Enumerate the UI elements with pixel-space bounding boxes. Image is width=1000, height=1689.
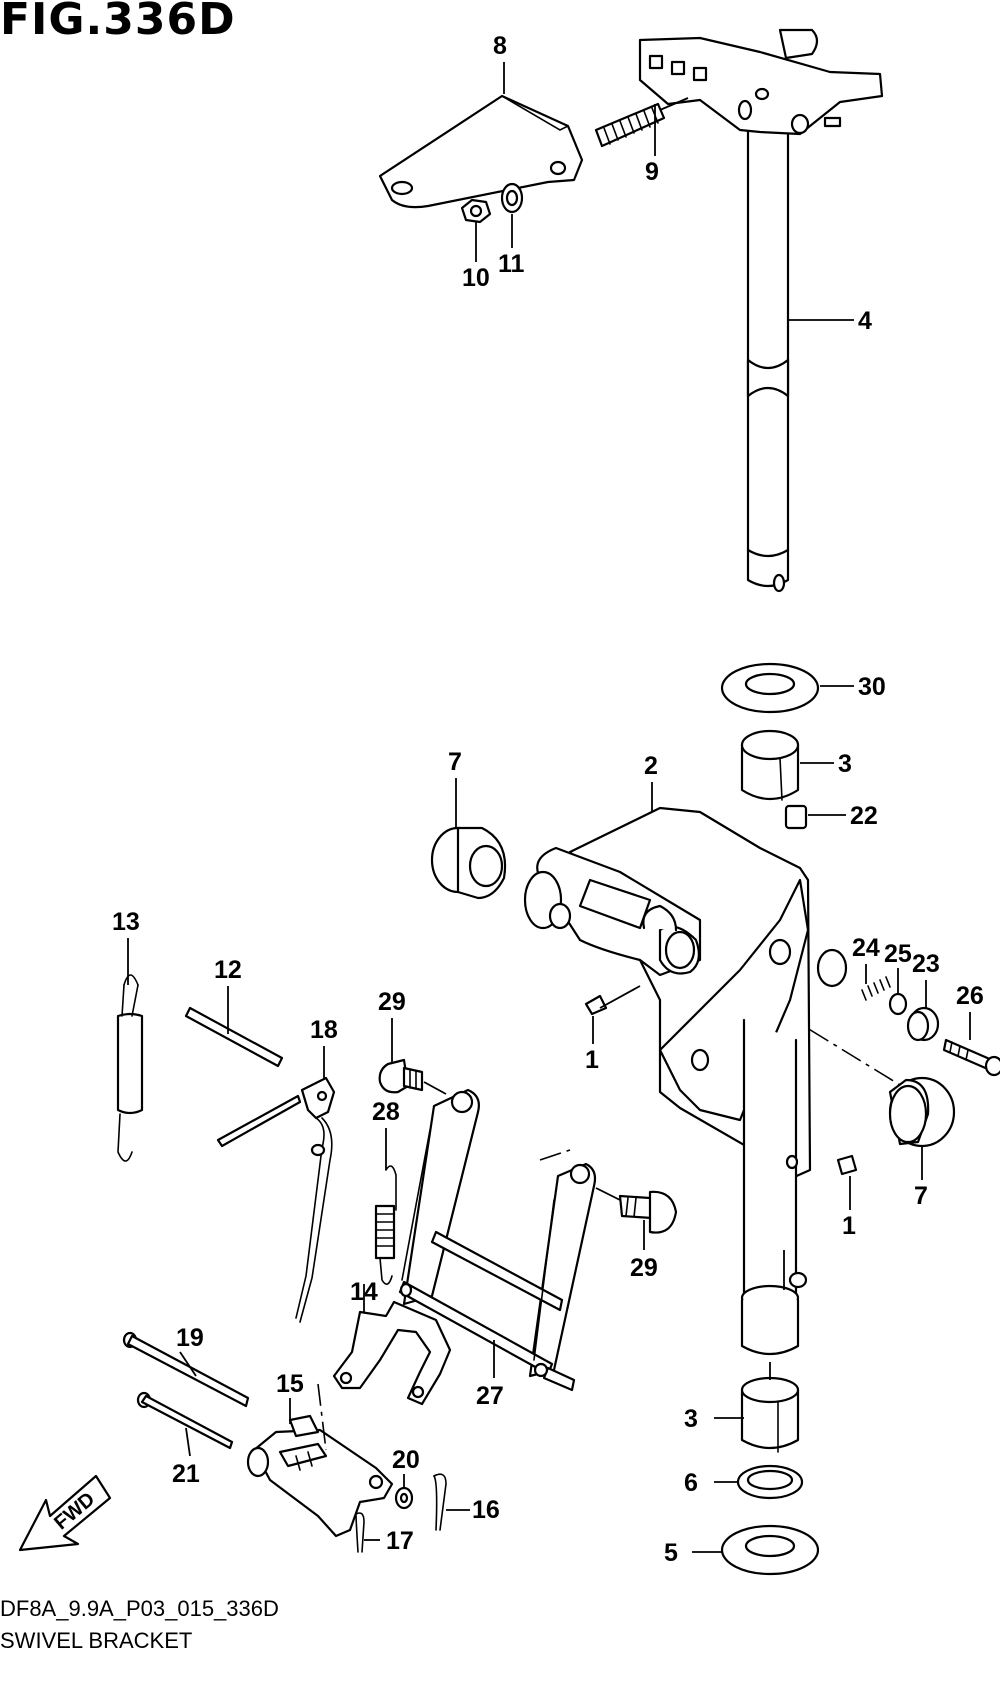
- part-11-washer: [500, 182, 524, 214]
- callout-17: 17: [386, 1527, 414, 1555]
- callout-12: 12: [214, 956, 242, 984]
- callout-3-lower: 3: [684, 1405, 698, 1433]
- callout-30: 30: [858, 673, 886, 701]
- part-17-cotter-pin: [355, 1512, 365, 1553]
- callout-22: 22: [850, 802, 878, 830]
- part-15-lever: [246, 1414, 394, 1538]
- part-1-grease-nipple-left: [584, 985, 641, 1016]
- part-9-spring: [594, 97, 689, 148]
- part-5-washer: [720, 1524, 820, 1576]
- part-14-clip: [332, 1300, 452, 1406]
- callout-29-upper: 29: [378, 988, 406, 1016]
- callout-9: 9: [645, 158, 659, 186]
- callout-2: 2: [644, 752, 658, 780]
- callout-27: 27: [476, 1382, 504, 1410]
- part-7-bushing-right: [888, 1076, 956, 1148]
- part-28-spring: [374, 1165, 397, 1285]
- part-12-rod: [184, 1006, 284, 1068]
- callout-20: 20: [392, 1446, 420, 1474]
- part-16-cotter-pin: [433, 1473, 447, 1531]
- callout-4: 4: [858, 307, 872, 335]
- part-25-washer: [888, 992, 908, 1016]
- footer-code: DF8A_9.9A_P03_015_336D: [0, 1596, 279, 1621]
- callout-numbers: 8 9 10 11 4 30 3 22 7 2 13 12 18 29 28 1…: [112, 32, 984, 1567]
- callout-16: 16: [472, 1496, 500, 1524]
- callout-1-right: 1: [842, 1212, 856, 1240]
- part-29-bolt-upper: [378, 1058, 447, 1095]
- part-7-bushing-left: [430, 826, 507, 900]
- callout-19: 19: [176, 1324, 204, 1352]
- assembly-line-1: [539, 1149, 571, 1161]
- assembly-line-2: [317, 1383, 327, 1451]
- callout-14: 14: [350, 1278, 378, 1306]
- pivot-boss: [816, 948, 848, 988]
- callout-24: 24: [852, 934, 880, 962]
- callout-28: 28: [372, 1098, 400, 1126]
- part-29-bolt-lower: [595, 1187, 678, 1234]
- part-27-tilt-lever: [398, 1088, 597, 1392]
- callout-26: 26: [956, 982, 984, 1010]
- part-4-steering-shaft: [638, 28, 884, 593]
- leader-lines: [127, 62, 971, 1553]
- part-24-spring: [861, 976, 891, 1001]
- part-23-knob: [906, 1006, 940, 1042]
- part-8-bracket: [378, 94, 584, 209]
- callout-29-lower: 29: [630, 1254, 658, 1282]
- part-6-washer: [736, 1464, 804, 1500]
- callout-7-left: 7: [448, 748, 462, 776]
- fwd-arrow-icon: FWD: [18, 1474, 112, 1552]
- part-1-grease-nipple-right: [836, 1154, 858, 1176]
- part-21-pin: [136, 1391, 234, 1450]
- callout-1-left: 1: [585, 1046, 599, 1074]
- part-10-nut: [460, 198, 492, 224]
- callout-21: 21: [172, 1460, 200, 1488]
- callout-25: 25: [884, 940, 912, 968]
- callout-3-upper: 3: [838, 750, 852, 778]
- part-13-spring: [116, 974, 144, 1162]
- callout-7-right: 7: [914, 1182, 928, 1210]
- part-2-swivel-bracket: [523, 806, 901, 1356]
- part-3-lower-bushing: [740, 1376, 800, 1453]
- callout-15: 15: [276, 1370, 304, 1398]
- part-3-upper-bushing: [740, 729, 800, 801]
- callout-5: 5: [664, 1539, 678, 1567]
- callout-13: 13: [112, 908, 140, 936]
- part-20-washer: [394, 1486, 414, 1510]
- callout-23: 23: [912, 950, 940, 978]
- part-30-washer: [720, 662, 820, 714]
- footer-name: SWIVEL BRACKET: [0, 1628, 193, 1653]
- callout-11: 11: [498, 250, 525, 278]
- callout-8: 8: [493, 32, 507, 60]
- callout-10: 10: [462, 264, 490, 292]
- part-26-bolt: [942, 1038, 1000, 1077]
- part-22-key: [784, 804, 808, 830]
- callout-6: 6: [684, 1469, 698, 1497]
- figure-title: FIG.336D: [0, 0, 236, 45]
- callout-18: 18: [310, 1016, 338, 1044]
- part-19-pin: [122, 1331, 250, 1408]
- part-18-lever: [216, 1076, 336, 1323]
